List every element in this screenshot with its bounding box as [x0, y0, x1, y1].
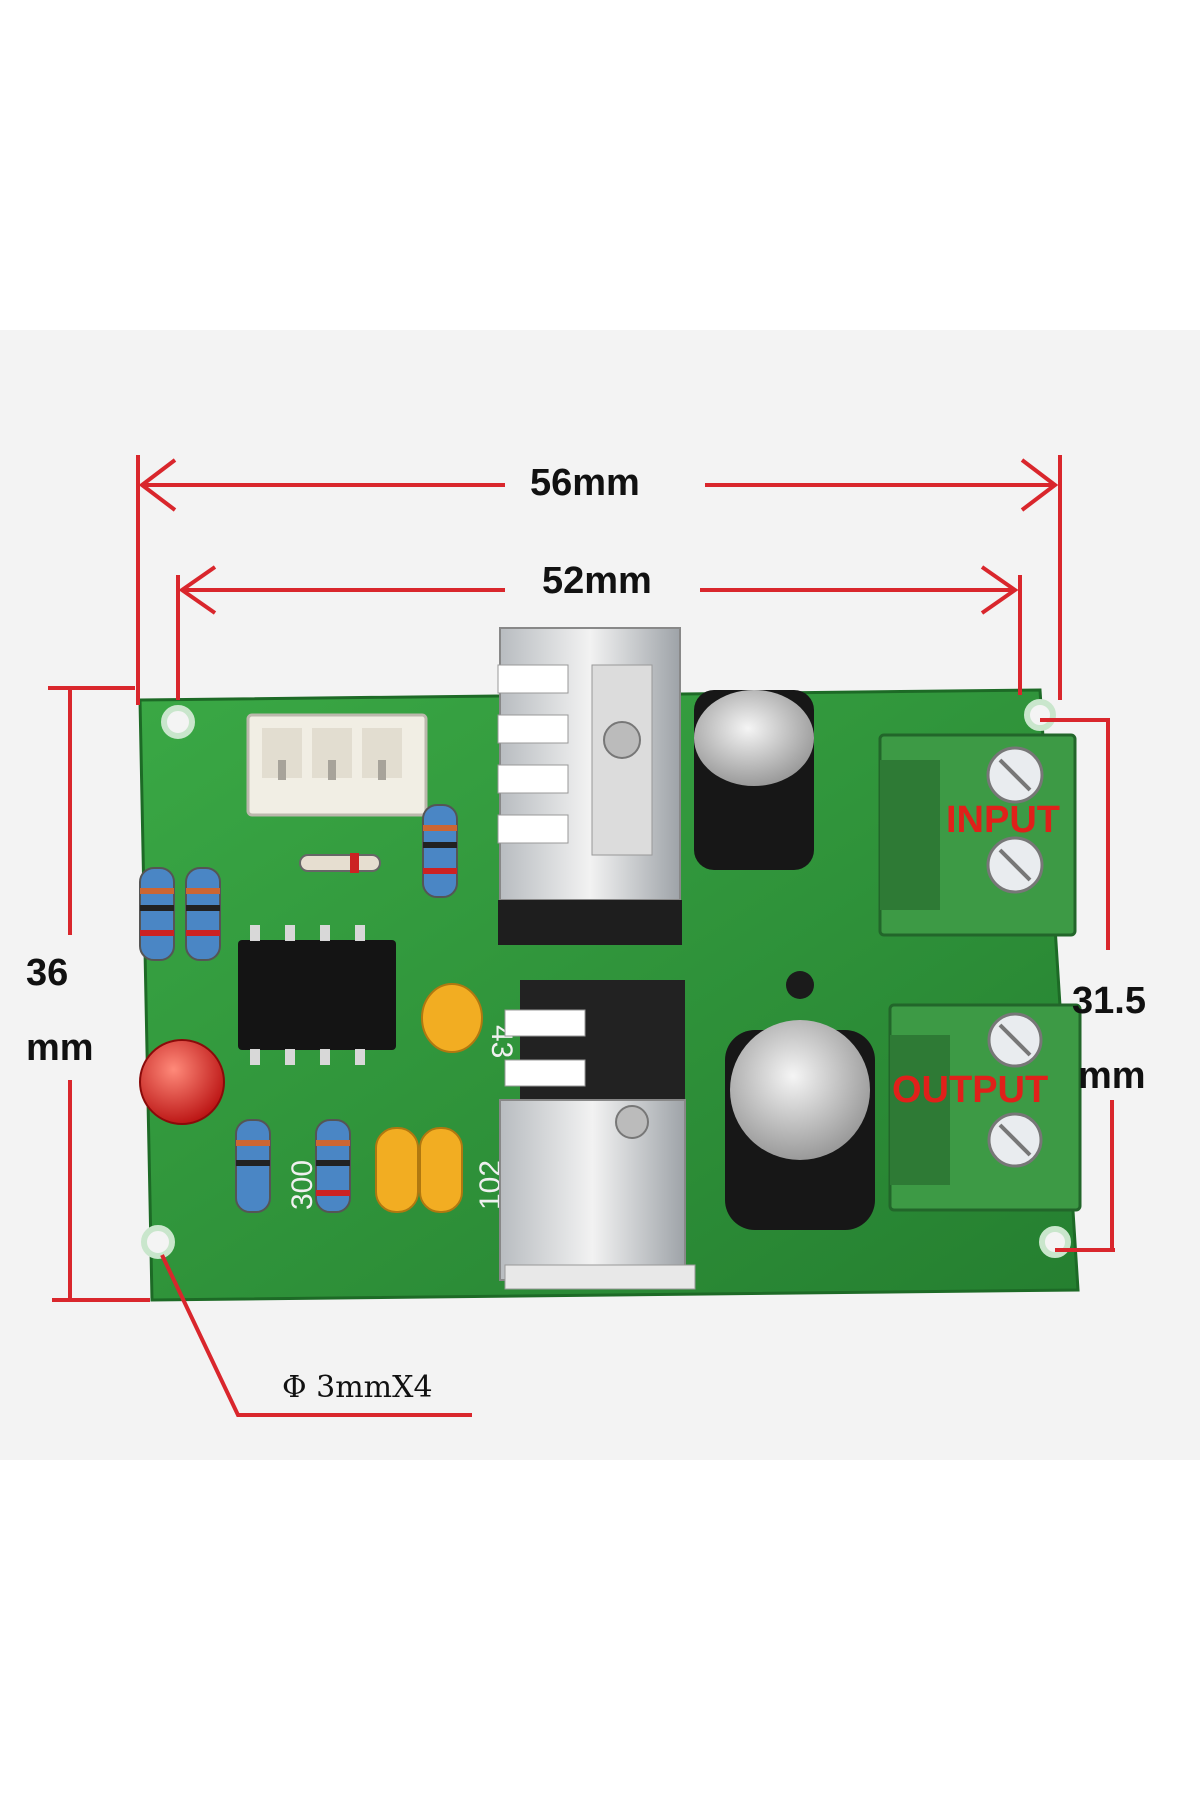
- hole-spacing-height-unit: mm: [1078, 1055, 1146, 1097]
- electrolytic-capacitor-top: [694, 690, 814, 870]
- small-diode: [786, 971, 814, 999]
- yellow-capacitors: [375, 983, 483, 1213]
- diode: [299, 854, 381, 872]
- terminal-block-output: [888, 1003, 1082, 1212]
- electrolytic-capacitor-bottom: [725, 1020, 875, 1230]
- ic-chip: [238, 925, 396, 1065]
- mounting-hole-note: Φ 3mmX4: [282, 1370, 433, 1405]
- heatsink-bottom: [499, 980, 696, 1290]
- hole-spacing-width-label: 52mm: [542, 560, 652, 602]
- white-connector: [246, 713, 428, 817]
- output-label: OUTPUT: [892, 1069, 1048, 1111]
- terminal-block-input: [878, 733, 1077, 937]
- resistor-bands: [140, 825, 457, 1196]
- red-led: [139, 1039, 225, 1125]
- red-dimension-arrows: [48, 455, 1115, 1417]
- heatsink-top: [497, 627, 682, 945]
- resistor-marking-300: 300: [286, 1160, 319, 1210]
- overall-height-unit: mm: [26, 1027, 94, 1069]
- overall-height-value: 36: [26, 952, 69, 994]
- hole-spacing-height-value: 31.5: [1072, 980, 1146, 1022]
- overall-width-label: 56mm: [530, 462, 640, 504]
- input-label: INPUT: [946, 799, 1060, 841]
